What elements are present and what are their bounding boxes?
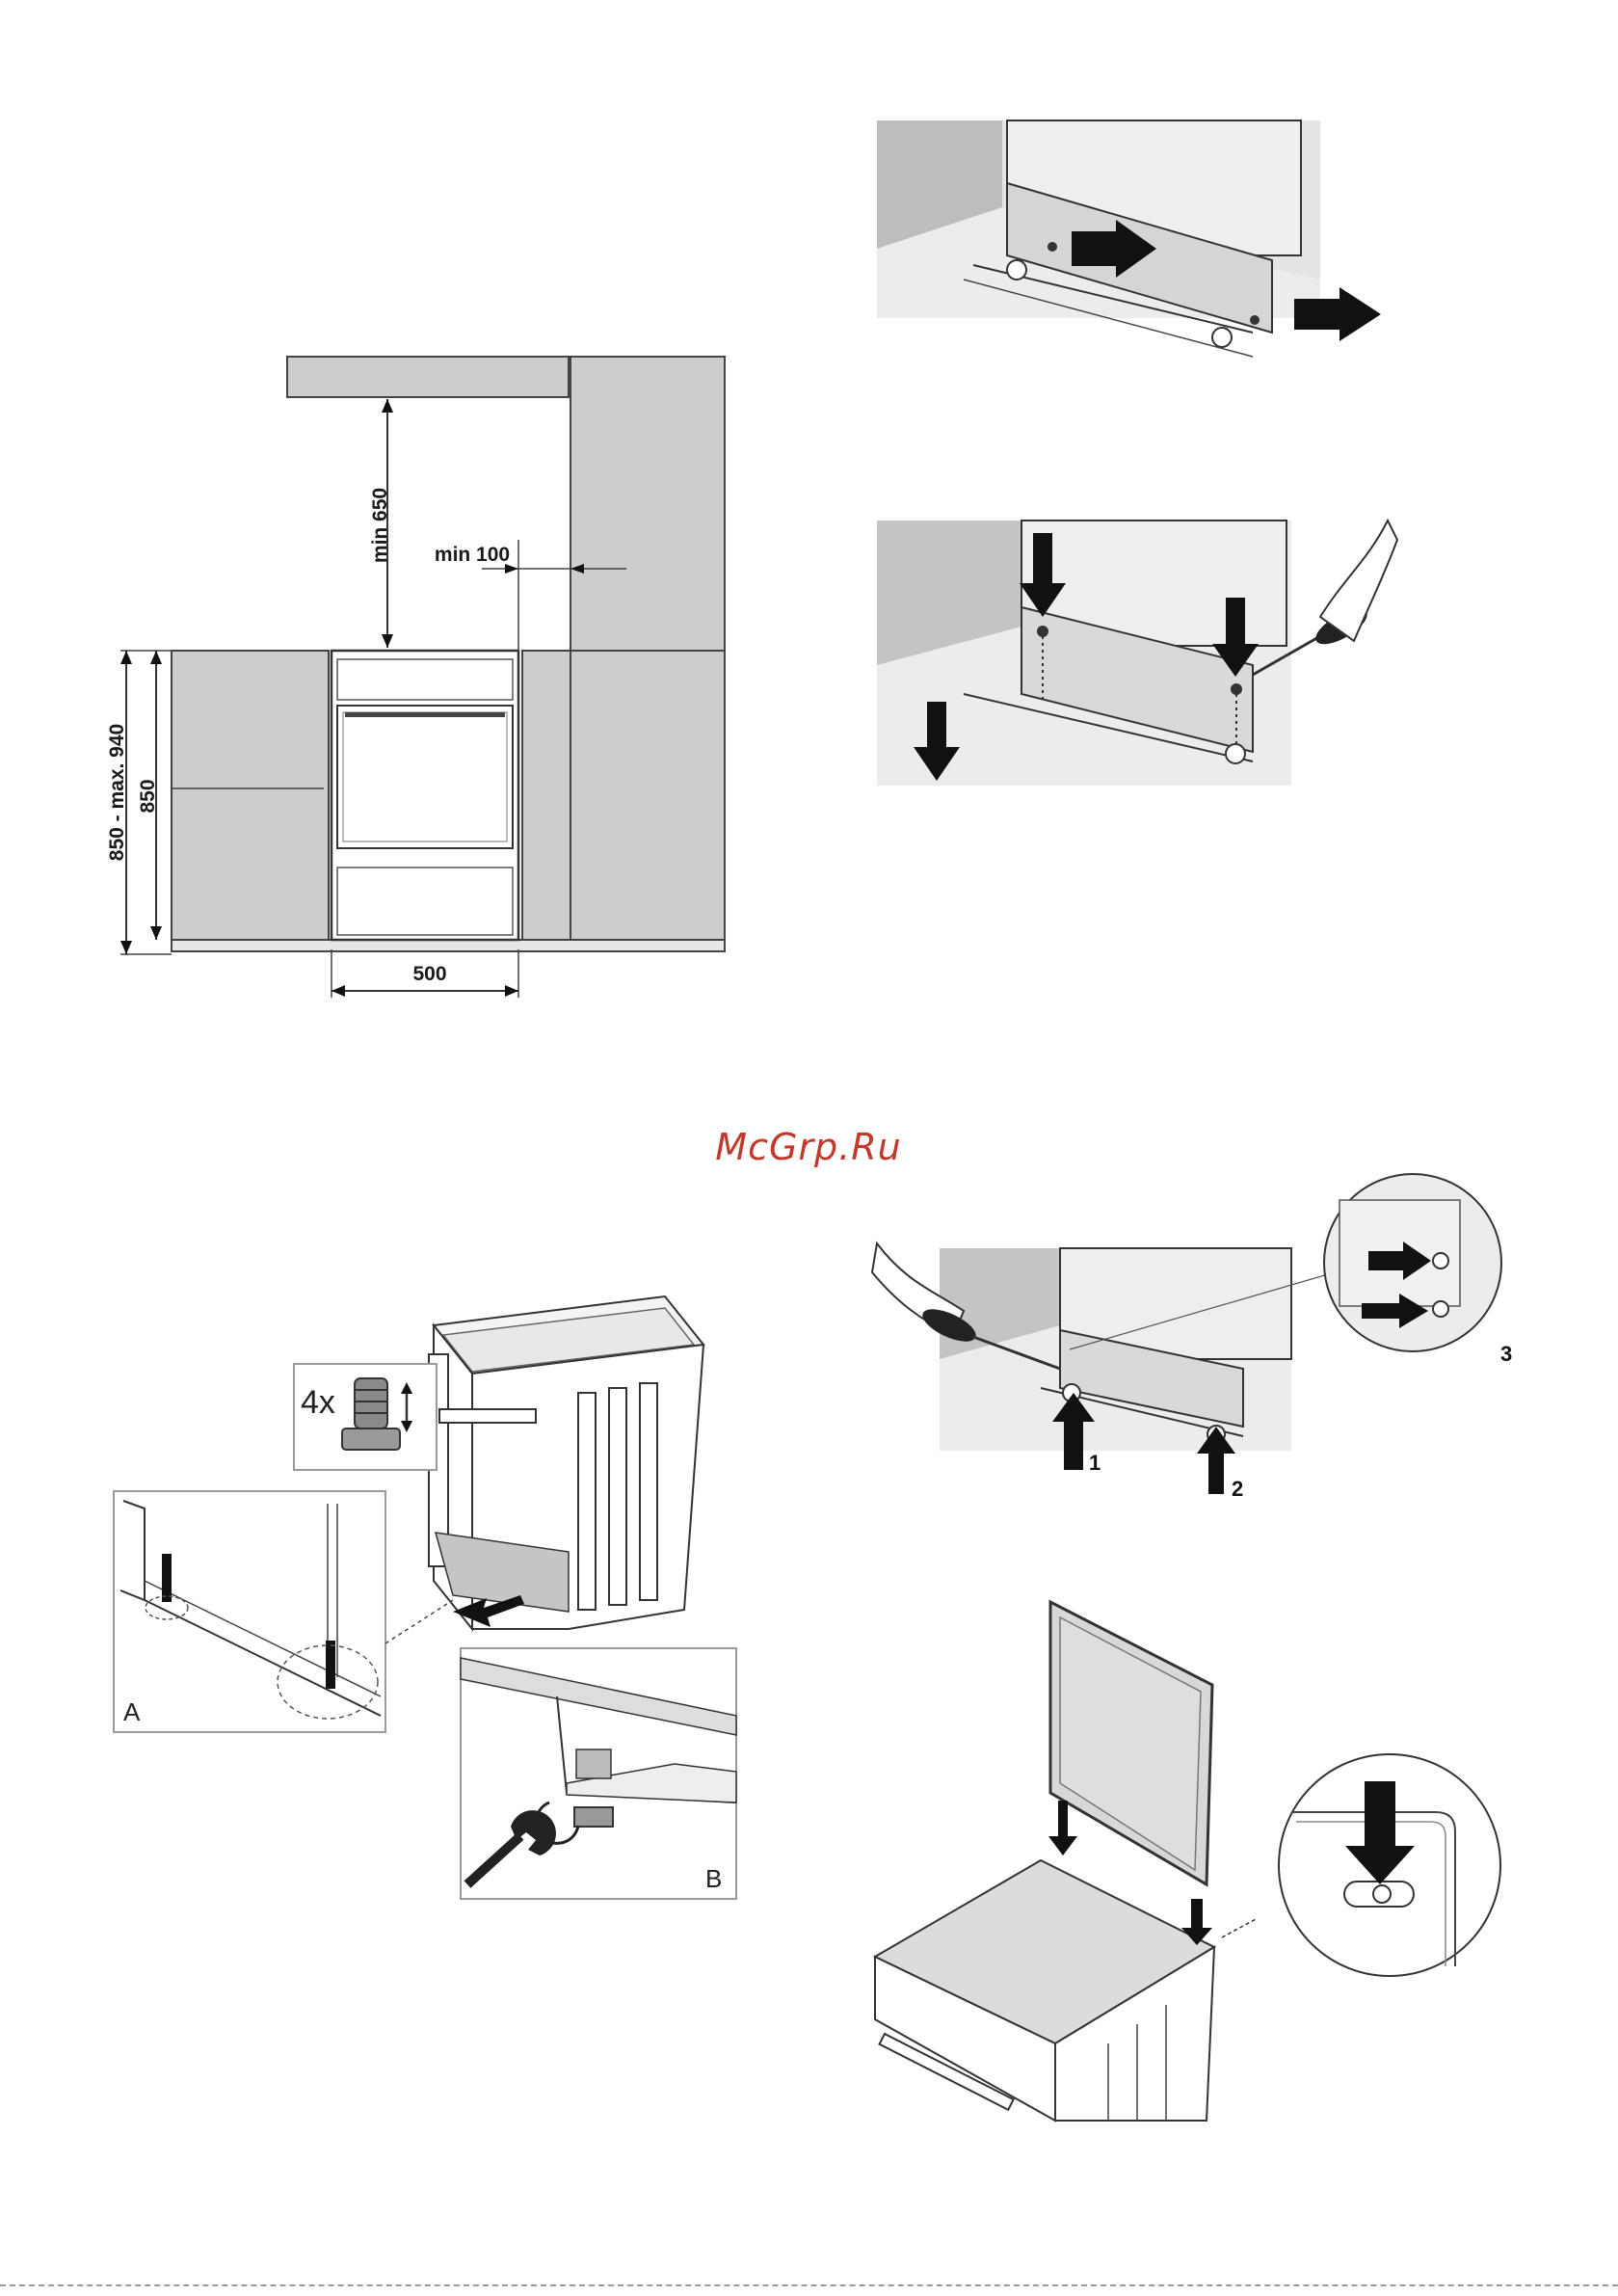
top-clearance-label: min 650 — [369, 488, 391, 563]
hinge-detail-circle — [1279, 1754, 1500, 1976]
upper-cabinet — [287, 357, 569, 397]
screw-removal-diagram — [877, 521, 1397, 786]
inset-b: B — [461, 1648, 736, 1899]
step-2-label: 2 — [1232, 1477, 1243, 1501]
inset-b-label: B — [705, 1864, 722, 1893]
inset-a: A — [114, 1491, 385, 1732]
left-base-cabinet — [172, 651, 329, 940]
width-label: 500 — [412, 963, 446, 985]
lid-fitting-diagram — [875, 1602, 1500, 2121]
plinth-reassembly-diagram: 1 2 3 — [872, 1174, 1512, 1501]
detail-zoom-circle: 3 — [1324, 1174, 1512, 1366]
inset-a-label: A — [123, 1697, 141, 1726]
right-base-cabinet — [522, 651, 570, 940]
height-label: 850 — [137, 779, 159, 813]
tall-cabinet-upper — [570, 357, 725, 651]
side-clearance-label: min 100 — [435, 544, 510, 566]
adjustable-feet-diagram: 4x A — [114, 1296, 736, 1899]
tall-cabinet-lower — [570, 651, 725, 942]
feet-quantity-label: 4x — [301, 1384, 335, 1421]
cooker-front — [332, 651, 518, 940]
step-3-label: 3 — [1500, 1342, 1512, 1366]
height-range-label: 850 - max. 940 — [106, 724, 128, 861]
cooker-body — [429, 1296, 703, 1629]
foot-callout: 4x — [294, 1364, 437, 1470]
plinth — [172, 940, 725, 951]
installation-dimensions-diagram: min 650 min 100 850 - max. 940 850 500 — [106, 357, 725, 998]
plinth-removal-diagram — [877, 120, 1381, 357]
step-1-label: 1 — [1089, 1451, 1101, 1475]
page-footer-line — [0, 2284, 1618, 2286]
watermark-text: McGrp.Ru — [715, 1126, 901, 1168]
